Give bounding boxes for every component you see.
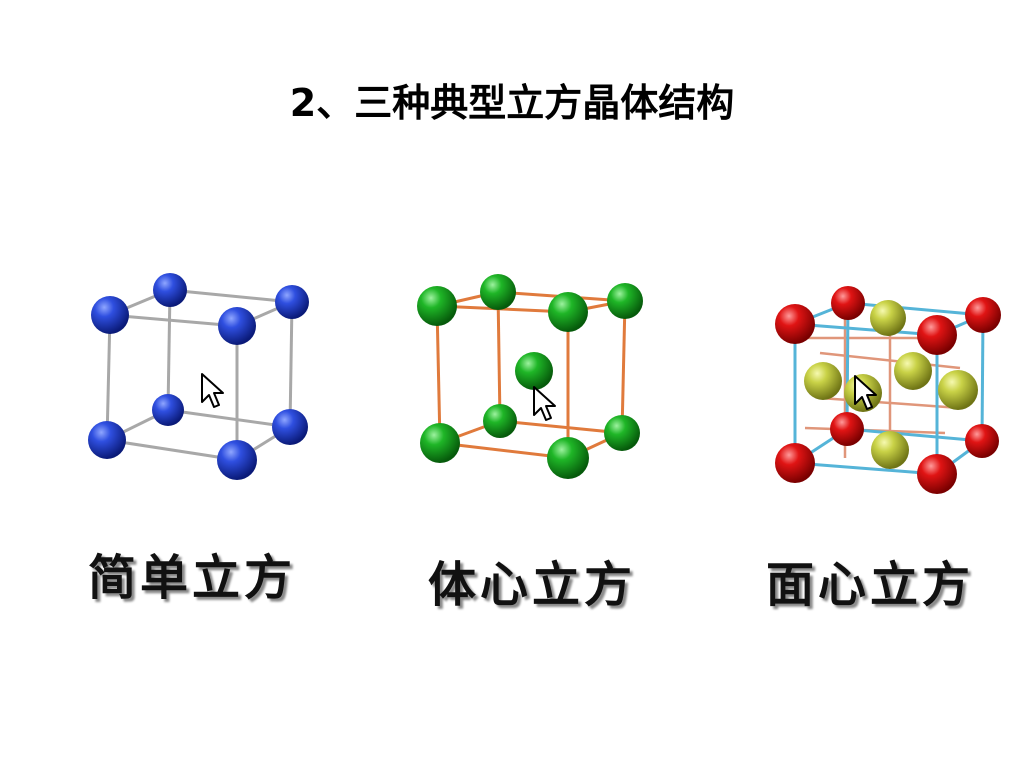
corner-atom	[917, 454, 957, 494]
atom	[153, 273, 187, 307]
atom	[417, 286, 457, 326]
mouse-pointer-icon	[533, 386, 556, 421]
caption-face-centered-cubic: 面心立方	[766, 557, 975, 613]
corner-atom	[831, 286, 865, 320]
atom	[275, 285, 309, 319]
simple-cubic-diagram	[88, 273, 309, 480]
corner-atom	[917, 315, 957, 355]
simple-cubic-atoms	[88, 273, 309, 480]
face-center-atom	[938, 370, 978, 410]
face-center-atom	[894, 352, 932, 390]
atom	[88, 421, 126, 459]
corner-atom	[830, 412, 864, 446]
face-centered-frame	[793, 301, 985, 476]
mouse-pointer-icon	[854, 375, 877, 410]
atom	[91, 296, 129, 334]
atom	[548, 292, 588, 332]
face-center-atom	[871, 431, 909, 469]
body-centered-cubic-diagram	[417, 274, 643, 479]
center-atom	[515, 352, 553, 390]
face-center-atom	[804, 362, 842, 400]
atom	[483, 404, 517, 438]
atom	[607, 283, 643, 319]
corner-atom	[965, 297, 1001, 333]
caption-body-centered-cubic: 体心立方	[428, 557, 637, 613]
face-centered-cubic-diagram	[775, 286, 1001, 494]
atom	[547, 437, 589, 479]
atom	[152, 394, 184, 426]
corner-atom	[775, 443, 815, 483]
face-centered-atoms	[775, 286, 1001, 494]
atom	[480, 274, 516, 310]
corner-atom	[775, 304, 815, 344]
slide-title: 2、三种典型立方晶体结构	[289, 81, 735, 125]
atom	[217, 440, 257, 480]
atom	[604, 415, 640, 451]
body-centered-atoms	[417, 274, 643, 479]
atom	[218, 307, 256, 345]
caption-simple-cubic: 简单立方	[88, 550, 297, 606]
corner-atom	[965, 424, 999, 458]
atom	[272, 409, 308, 445]
atom	[420, 423, 460, 463]
mouse-pointer-icon	[201, 373, 224, 408]
face-center-atom	[870, 300, 906, 336]
